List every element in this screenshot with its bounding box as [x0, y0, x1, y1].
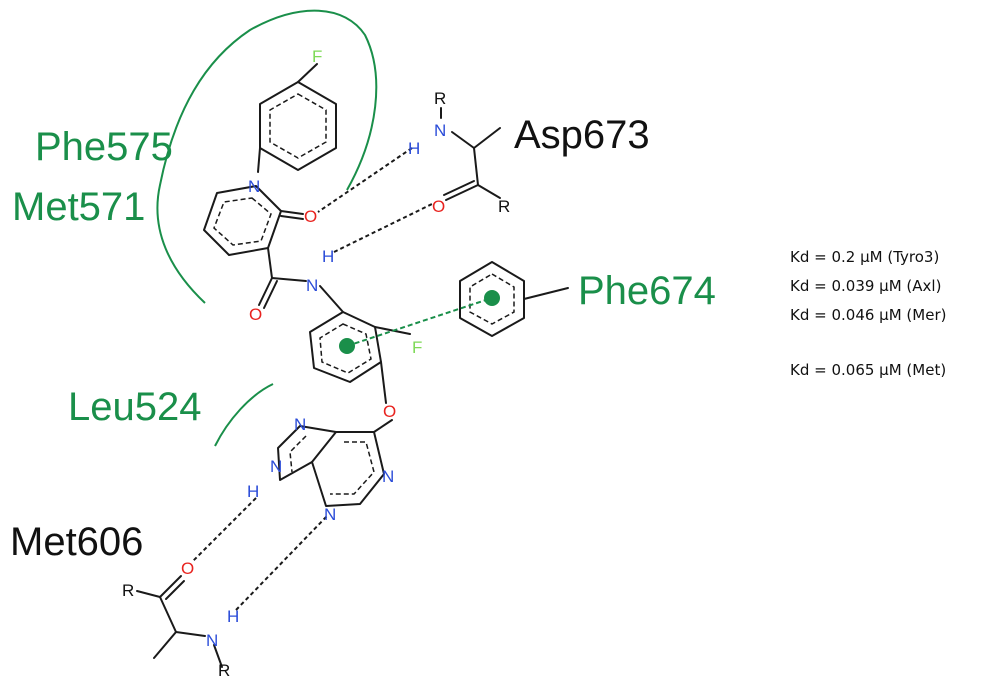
hydrogen-atom-purine: H: [247, 482, 259, 501]
kd-met: Kd = 0.065 µM (Met): [790, 361, 947, 379]
met606-backbone: [136, 575, 223, 668]
hydrogen-atom-met606: H: [227, 607, 239, 626]
r-group-met606-sidechain: R: [218, 661, 230, 676]
pi-stacking-interaction: [339, 290, 500, 354]
purine-core: [277, 425, 385, 507]
hbond-asp673-nh-to-pyridinone-o: [317, 147, 413, 213]
hbond-purine-nh-to-met606-o: [191, 497, 257, 563]
kd-axl: Kd = 0.039 µM (Axl): [790, 277, 942, 295]
r-group-asp673-sidechain: R: [434, 89, 446, 108]
nitrogen-atom-purine-n7: N: [294, 415, 306, 434]
kd-mer: Kd = 0.046 µM (Mer): [790, 306, 947, 324]
pi-centroid-phe674: [484, 290, 500, 306]
asp673-backbone: [440, 107, 501, 201]
atom-labels: F N O O N H F O N N H N N R N H O R R O …: [122, 47, 510, 676]
leu524-contact-arc: [214, 383, 274, 447]
oxygen-atom-asp673: O: [432, 197, 445, 216]
hydrogen-atom-amide: H: [322, 247, 334, 266]
pyridinone-ring: [203, 185, 304, 279]
fluorine-atom-core: F: [412, 338, 422, 357]
oxygen-atom-ether: O: [383, 402, 396, 421]
phe575-met571-pocket-outline: [156, 9, 378, 304]
nitrogen-atom-pyridinone: N: [248, 177, 260, 196]
residue-label-met606: Met606: [10, 520, 143, 564]
residue-label-phe674: Phe674: [578, 269, 716, 313]
residue-label-asp673: Asp673: [514, 113, 650, 157]
nitrogen-atom-asp673: N: [434, 121, 446, 140]
nitrogen-atom-purine-n1: N: [382, 467, 394, 486]
central-fluorophenyl-ring: [309, 311, 411, 404]
pi-centroid-core: [339, 338, 355, 354]
nitrogen-atom-purine-n9: N: [270, 457, 282, 476]
r-group-met606-carbonyl: R: [122, 581, 134, 600]
oxygen-atom-met606: O: [181, 559, 194, 578]
fluorine-atom-top: F: [312, 47, 322, 66]
nitrogen-atom-purine-n3: N: [324, 505, 336, 524]
fluorophenyl-ring: [257, 63, 337, 173]
residue-label-leu524: Leu524: [68, 385, 201, 429]
pi-stack-line: [346, 297, 493, 347]
ether-bond: [373, 419, 393, 433]
kd-tyro3: Kd = 0.2 µM (Tyro3): [790, 248, 940, 266]
phe674-phenyl-ring: [459, 261, 569, 337]
residue-label-phe575: Phe575: [35, 125, 173, 169]
oxygen-atom-amide: O: [249, 305, 262, 324]
r-group-asp673-carbonyl: R: [498, 197, 510, 216]
hbond-met606-nh-to-purine-n: [235, 514, 329, 611]
residue-labels: Phe575 Met571 Asp673 Phe674 Leu524 Met60…: [10, 113, 716, 564]
hydrogen-atom-asp673: H: [408, 139, 420, 158]
hbond-amide-nh-to-asp673-o: [333, 203, 433, 253]
residue-label-met571: Met571: [12, 185, 145, 229]
amide-linker: [258, 277, 344, 313]
nitrogen-atom-amide: N: [306, 276, 318, 295]
nitrogen-atom-met606: N: [206, 631, 218, 650]
hydrogen-bonds: [191, 147, 433, 611]
oxygen-atom-pyridinone: O: [304, 207, 317, 226]
